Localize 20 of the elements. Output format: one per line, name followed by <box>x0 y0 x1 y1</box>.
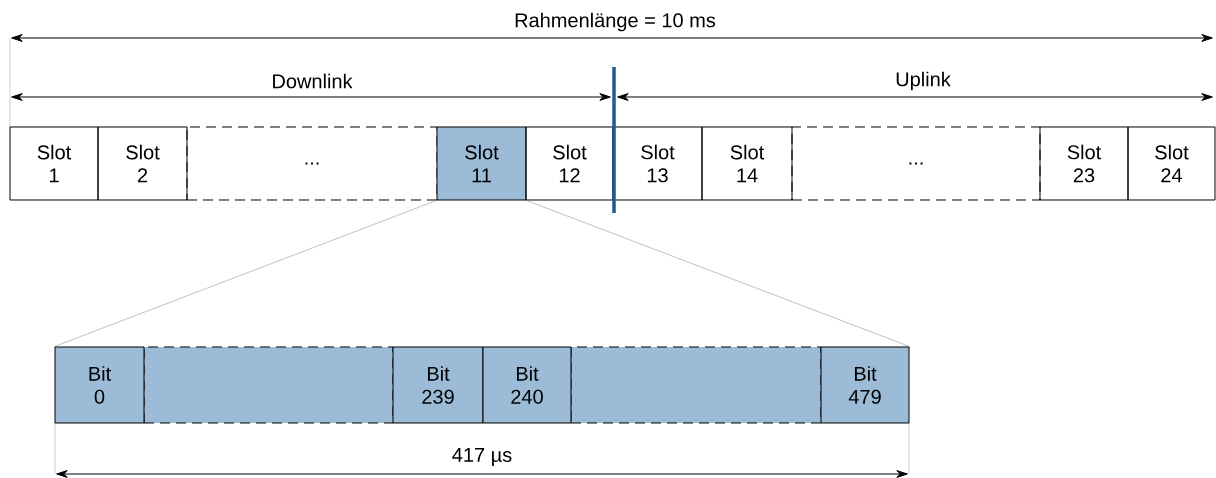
dimension-label: Downlink <box>273 73 353 89</box>
bit-box: Bit 479 <box>820 346 910 424</box>
zoom-line <box>526 200 910 347</box>
slot-box: Slot 12 <box>525 126 614 201</box>
ellipsis-box: ... <box>791 126 1041 201</box>
slot-box: Slot 14 <box>701 126 793 201</box>
slot-box: Slot 13 <box>612 126 703 201</box>
dimension-label: Rahmenlänge = 10 ms <box>515 12 716 32</box>
ellipsis-box: ... <box>186 126 438 201</box>
slot-box: Slot 24 <box>1127 126 1216 201</box>
bit-box: Bit 240 <box>482 346 572 424</box>
dimension-label: 417 µs <box>452 448 512 466</box>
dimension-label: Uplink <box>896 71 951 91</box>
slot-box: Slot 1 <box>9 126 99 201</box>
bit-box: Bit 239 <box>392 346 484 424</box>
slot-box: Slot 23 <box>1039 126 1129 201</box>
bit-box: Bit 0 <box>54 346 145 424</box>
slot-box: Slot 2 <box>97 126 188 201</box>
zoom-line <box>54 200 437 347</box>
slot-box: Slot 11 <box>436 126 527 201</box>
